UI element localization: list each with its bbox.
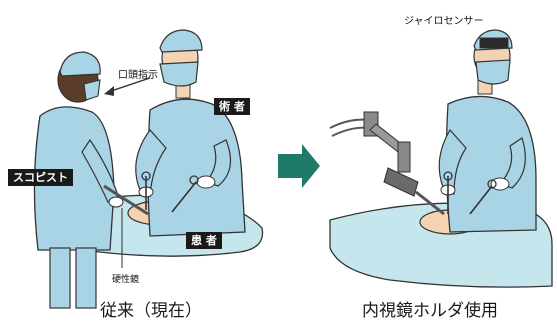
rigid-scope-label: 硬性鏡: [112, 272, 139, 285]
endoscope-holder-arm: [330, 112, 444, 214]
oral-instruction-label: 口頭指示: [118, 66, 158, 81]
patient-label: 患 者: [186, 232, 222, 249]
right-caption: 内視鏡ホルダ使用: [362, 296, 498, 321]
transition-arrow: [278, 144, 320, 188]
surgeon-figure: [136, 30, 245, 236]
surgeon-label: 術 者: [214, 98, 250, 115]
gyro-sensor-label: ジャイロセンサー: [404, 12, 484, 27]
scopist-label: スコピスト: [8, 169, 73, 186]
left-caption: 従来（現在）: [100, 296, 202, 321]
gyro-sensor-device: [480, 38, 508, 48]
surgeon-figure-right: [439, 30, 536, 232]
